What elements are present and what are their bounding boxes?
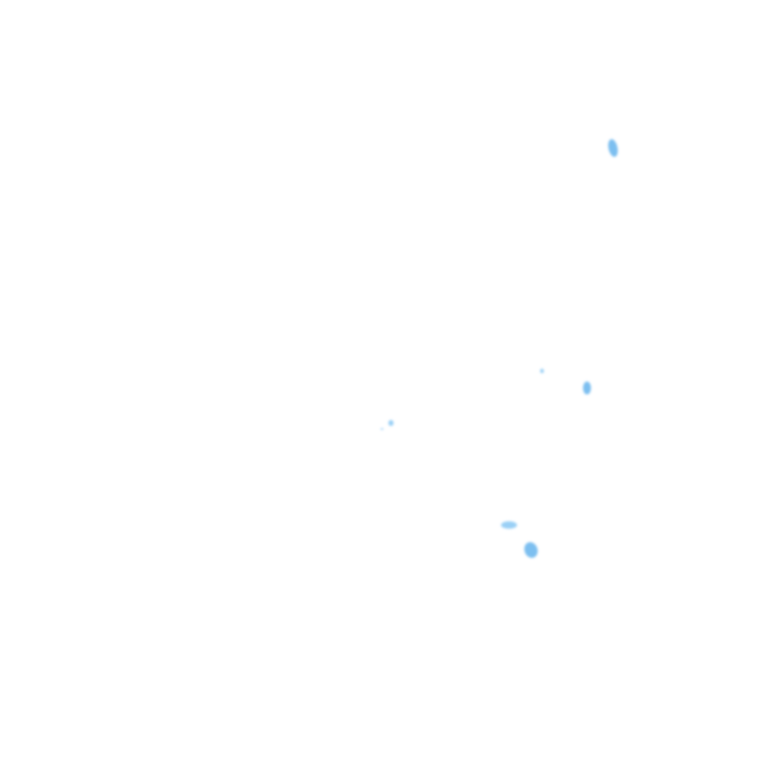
water-body-1 (608, 139, 618, 157)
water-body-2 (583, 381, 591, 395)
water-body-3 (540, 368, 544, 374)
water-body-5 (524, 542, 538, 558)
water-body-6 (388, 420, 394, 426)
water-body-7 (380, 428, 384, 430)
water-body-4 (501, 521, 517, 529)
